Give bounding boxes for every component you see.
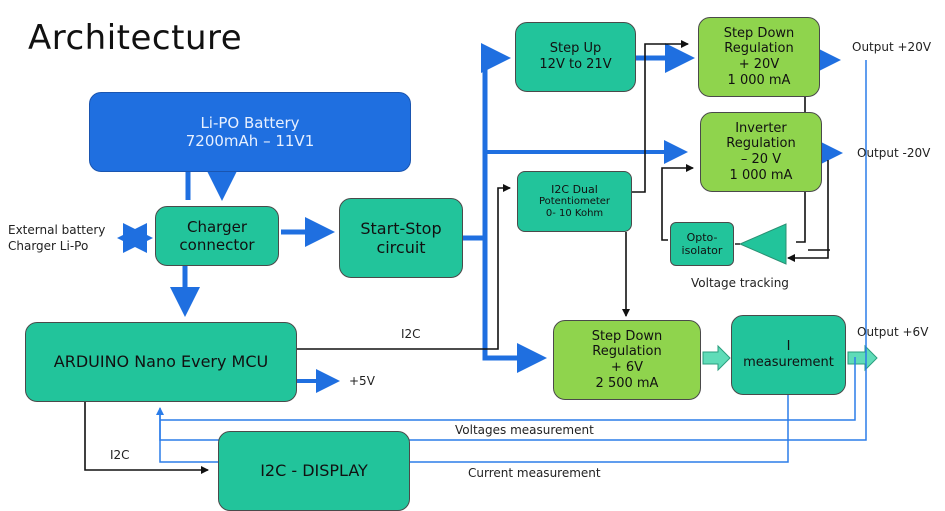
output-plus6-label: Output +6V	[857, 325, 929, 339]
step-up-block: Step Up 12V to 21V	[515, 22, 636, 92]
inv-line-2: Regulation	[726, 136, 796, 152]
i2c-top-label: I2C	[401, 327, 421, 341]
voltage-tracking-label: Voltage tracking	[691, 276, 789, 290]
i2c-potentiometer-block: I2C Dual Potentiometer 0- 10 Kohm	[517, 171, 632, 232]
step-down-20v-block: Step Down Regulation + 20V 1 000 mA	[698, 17, 820, 97]
external-line-1: External battery	[8, 223, 106, 237]
i2c-bus-line	[297, 184, 511, 350]
arduino-to-display-line	[84, 400, 209, 474]
sd20-line-4: 1 000 mA	[727, 72, 791, 88]
external-charger-label: External battery Charger Li-Po	[8, 222, 105, 254]
opto-isolator-block: Opto- isolator	[670, 222, 734, 266]
stepup-line-1: Step Up	[549, 41, 602, 57]
i2c-bottom-label: I2C	[110, 448, 130, 462]
charger-line-2: connector	[179, 236, 255, 254]
sd6-line-1: Step Down	[591, 328, 663, 344]
voltages-measurement-line-2	[160, 357, 856, 421]
bus-to-sd6-arrow	[482, 238, 547, 373]
sd6-line-2: Regulation	[592, 344, 662, 360]
battery-spec: 7200mAh – 11V1	[185, 132, 315, 150]
display-label: I2C - DISPLAY	[260, 461, 368, 481]
opto-line-2: isolator	[681, 244, 723, 257]
arduino-block: ARDUINO Nano Every MCU	[25, 322, 297, 402]
start-stop-block: Start-Stop circuit	[339, 198, 463, 278]
imeas-output-arrow	[847, 344, 878, 372]
inv-line-1: Inverter	[735, 120, 787, 136]
charger-connector-block: Charger connector	[155, 206, 279, 266]
pot-line-1: I2C Dual	[551, 182, 598, 196]
sd20-line-3: + 20V	[738, 57, 780, 72]
battery-block: Li-PO Battery 7200mAh – 11V1	[89, 92, 411, 172]
battery-name: Li-PO Battery	[200, 114, 300, 132]
sd6-to-imeas-arrow	[702, 344, 731, 372]
charger-line-1: Charger	[187, 218, 247, 236]
startstop-line-2: circuit	[376, 238, 426, 257]
step-down-6v-block: Step Down Regulation + 6V 2 500 mA	[553, 320, 701, 400]
i-measurement-block: I measurement	[731, 315, 846, 395]
inv-tracking-line	[787, 160, 829, 262]
imeas-line-1: I	[786, 339, 791, 355]
sd6-line-3: + 6V	[610, 360, 644, 375]
startstop-line-1: Start-Stop	[360, 218, 442, 238]
current-measurement-line	[159, 392, 789, 463]
arduino-label: ARDUINO Nano Every MCU	[53, 352, 269, 372]
startstop-bus	[463, 58, 488, 241]
tracking-amplifier	[738, 223, 787, 265]
pot-to-sd20-line	[632, 40, 689, 193]
voltages-measurement-label: Voltages measurement	[455, 423, 594, 437]
inv-line-3: – 20 V	[740, 152, 782, 167]
plus5v-label: +5V	[349, 374, 375, 388]
opto-line-1: Opto-	[686, 230, 718, 244]
inverter-block: Inverter Regulation – 20 V 1 000 mA	[700, 112, 822, 192]
pot-line-3: 0- 10 Kohm	[545, 208, 604, 220]
external-line-2: Charger Li-Po	[8, 239, 89, 254]
display-block: I2C - DISPLAY	[218, 431, 410, 511]
sd20-line-1: Step Down	[723, 25, 795, 41]
pot-line-2: Potentiometer	[538, 196, 611, 208]
stepup-line-2: 12V to 21V	[539, 57, 612, 72]
output-plus20-label: Output +20V	[852, 40, 932, 54]
opto-feedback-line	[661, 164, 694, 241]
output-minus20-label: Output -20V	[857, 146, 931, 160]
imeas-line-2: measurement	[743, 355, 834, 370]
inv-line-4: 1 000 mA	[729, 167, 793, 183]
sd20-line-2: Regulation	[724, 41, 794, 57]
current-measurement-label: Current measurement	[468, 466, 601, 480]
sd6-line-4: 2 500 mA	[595, 375, 659, 391]
page-title: Architecture	[28, 18, 243, 58]
